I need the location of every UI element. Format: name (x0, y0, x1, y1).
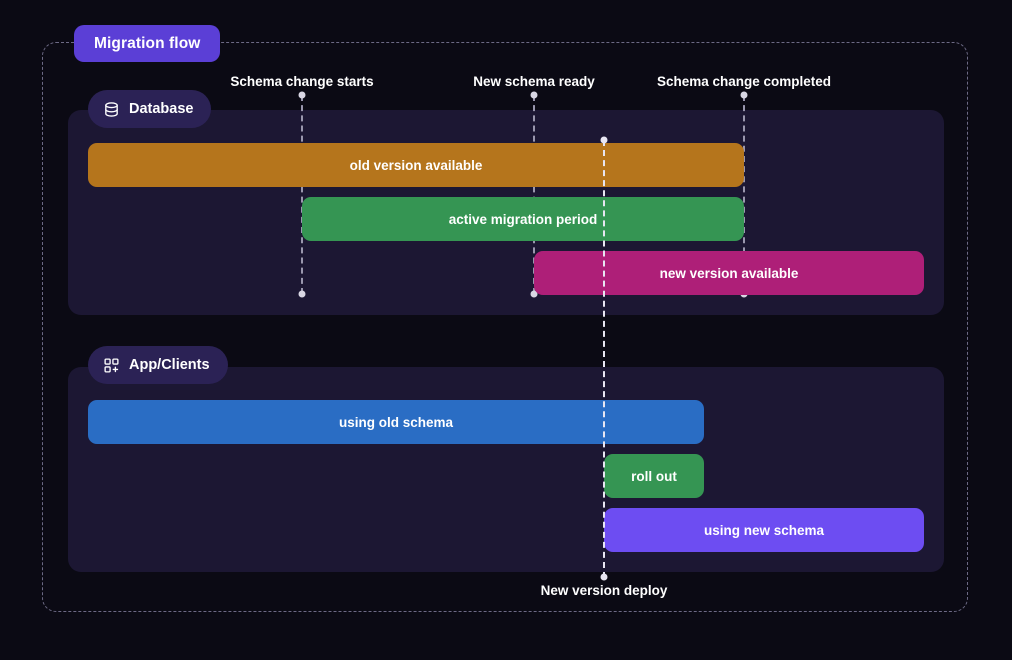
marker-line-schema-change-completed (743, 95, 745, 294)
database-icon (103, 101, 120, 118)
marker-dot-schema-change-starts-bottom (298, 290, 306, 298)
migration-flow-label: Migration flow (94, 34, 201, 52)
deploy-marker-dot-top (600, 136, 608, 144)
bar-using-new-schema: using new schema (604, 508, 924, 552)
bar-old-version-available: old version available (88, 143, 744, 187)
bar-label-using-new-schema: using new schema (703, 522, 825, 538)
bar-label-using-old-schema: using old schema (338, 414, 454, 430)
bar-label-roll-out: roll out (631, 468, 677, 484)
bar-label-new-version-available: new version available (659, 265, 799, 281)
marker-dot-new-schema-ready-bottom (530, 290, 538, 298)
marker-dot-new-schema-ready-top (530, 91, 538, 99)
bar-using-old-schema: using old schema (88, 400, 704, 444)
app-clients-section-pill: App/Clients (88, 346, 228, 384)
deploy-marker-label: New version deploy (540, 583, 668, 598)
deploy-marker-dot-bottom (600, 573, 608, 581)
marker-label-new-schema-ready: New schema ready (473, 74, 595, 89)
marker-line-schema-change-starts (301, 95, 303, 294)
diagram-frame (42, 42, 968, 612)
database-section-label: Database (129, 101, 194, 117)
bar-roll-out: roll out (604, 454, 704, 498)
bar-label-active-migration-period: active migration period (448, 211, 598, 227)
database-section-pill: Database (88, 90, 212, 128)
marker-dot-schema-change-completed-top (740, 91, 748, 99)
marker-label-schema-change-completed: Schema change completed (656, 74, 832, 89)
bar-new-version-available: new version available (534, 251, 924, 295)
deploy-marker-line (603, 140, 605, 578)
migration-flow-badge: Migration flow (74, 25, 221, 62)
marker-label-schema-change-starts: Schema change starts (230, 74, 374, 89)
bar-active-migration-period: active migration period (302, 197, 744, 241)
bar-label-old-version-available: old version available (349, 157, 483, 173)
marker-dot-schema-change-starts-top (298, 91, 306, 99)
app-grid-plus-icon (103, 357, 120, 374)
marker-line-new-schema-ready (533, 95, 535, 294)
app-clients-section-label: App/Clients (129, 357, 210, 373)
